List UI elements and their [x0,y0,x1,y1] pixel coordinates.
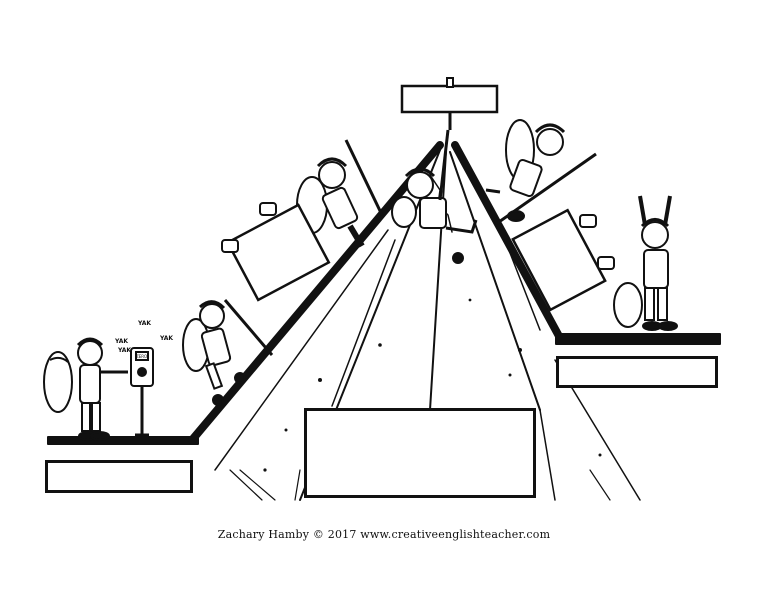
yak-text-4: YAK [117,347,131,354]
yak-text-1: YAK [114,338,128,345]
parking-meter [130,347,154,437]
peak-sign [400,77,499,130]
yak-text-2: YAK [137,320,151,327]
meter-label: ZERO [136,354,147,359]
resolution-box[interactable] [556,356,718,388]
slope-signs [225,203,607,312]
copyright-credit: Zachary Hamby © 2017 www.creativeenglish… [217,528,551,541]
hiker-resolution [613,195,678,331]
hiker-falling [485,119,597,226]
hiker-rising [182,299,274,406]
hiker-at-meter [43,337,128,441]
exposition-ledge [47,436,199,445]
falling-slope [451,141,564,342]
hiker-climax [391,129,478,264]
resolution-ledge [555,333,721,345]
small-lamps [221,202,615,270]
climax-box[interactable] [304,408,536,498]
rising-slope [188,141,444,444]
yak-text-3: YAK [159,335,173,342]
exposition-box[interactable] [45,460,193,493]
